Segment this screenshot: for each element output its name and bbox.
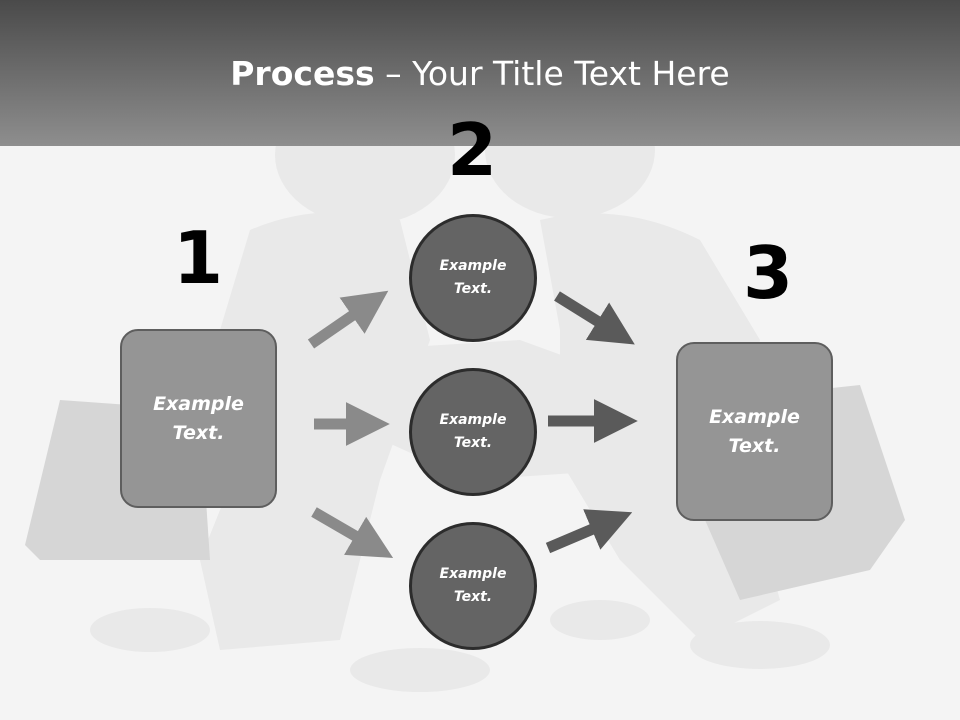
arrow-left-to-bottom: [311, 507, 394, 558]
right-foot-2: [550, 600, 650, 640]
title-banner: [0, 0, 960, 146]
arrow-top-to-right: [554, 291, 635, 345]
arrow-bottom-to-right: [545, 509, 633, 554]
step-number-3: 3: [742, 231, 794, 315]
process-circle-bottom-text: Example Text.: [439, 566, 507, 605]
title-bold: Process: [230, 54, 375, 93]
page-title: Process – Your Title Text Here: [0, 52, 960, 96]
title-rest: – Your Title Text Here: [374, 54, 730, 93]
process-circle-middle-text: Example Text.: [439, 412, 507, 451]
step-number-2: 2: [446, 108, 498, 192]
process-circle-top: Example Text.: [409, 214, 537, 342]
input-box: Example Text.: [120, 329, 277, 508]
process-circle-top-text: Example Text.: [439, 258, 507, 297]
left-foot-2: [350, 648, 490, 692]
process-circle-bottom: Example Text.: [409, 522, 537, 650]
output-box: Example Text.: [676, 342, 833, 521]
input-box-text: Example Text.: [153, 392, 244, 444]
output-box-text: Example Text.: [709, 405, 800, 457]
left-foot: [90, 608, 210, 652]
process-circle-middle: Example Text.: [409, 368, 537, 496]
right-foot: [690, 621, 830, 669]
step-number-1: 1: [172, 216, 224, 300]
arrow-left-to-top: [307, 290, 389, 349]
